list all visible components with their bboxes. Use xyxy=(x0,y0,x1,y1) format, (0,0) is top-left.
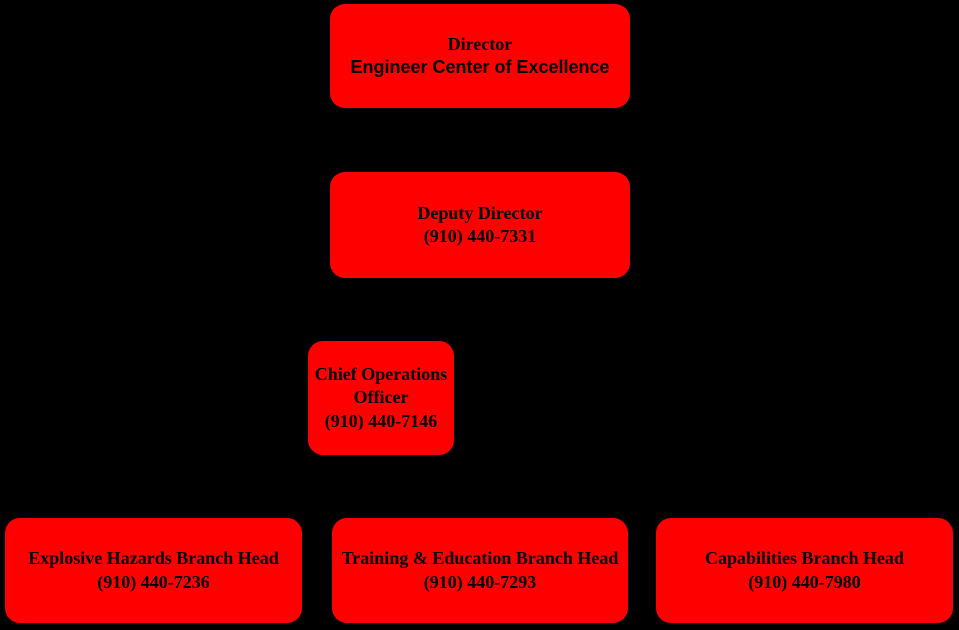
node-subtitle: Engineer Center of Excellence xyxy=(350,57,610,77)
org-node-chief-operations-officer: Chief Operations Officer (910) 440-7146 xyxy=(308,341,454,455)
node-title: Director xyxy=(447,33,513,54)
org-node-explosive-hazards-branch: Explosive Hazards Branch Head (910) 440-… xyxy=(5,518,302,623)
node-phone: (910) 440-7980 xyxy=(748,571,861,592)
node-title: Chief Operations Officer xyxy=(314,363,448,408)
node-phone: (910) 440-7331 xyxy=(423,226,537,246)
node-phone: (910) 440-7236 xyxy=(97,571,210,592)
org-node-deputy-director: Deputy Director (910) 440-7331 xyxy=(330,172,630,278)
node-title: Deputy Director xyxy=(417,202,543,223)
org-node-capabilities-branch: Capabilities Branch Head (910) 440-7980 xyxy=(656,518,953,623)
node-title: Explosive Hazards Branch Head xyxy=(28,548,279,569)
node-phone: (910) 440-7293 xyxy=(423,571,537,592)
org-node-director: Director Engineer Center of Excellence xyxy=(330,4,630,108)
node-title: Training & Education Branch Head xyxy=(341,548,619,569)
org-node-training-education-branch: Training & Education Branch Head (910) 4… xyxy=(332,518,628,623)
node-title: Capabilities Branch Head xyxy=(704,548,905,569)
node-phone: (910) 440-7146 xyxy=(324,410,438,431)
